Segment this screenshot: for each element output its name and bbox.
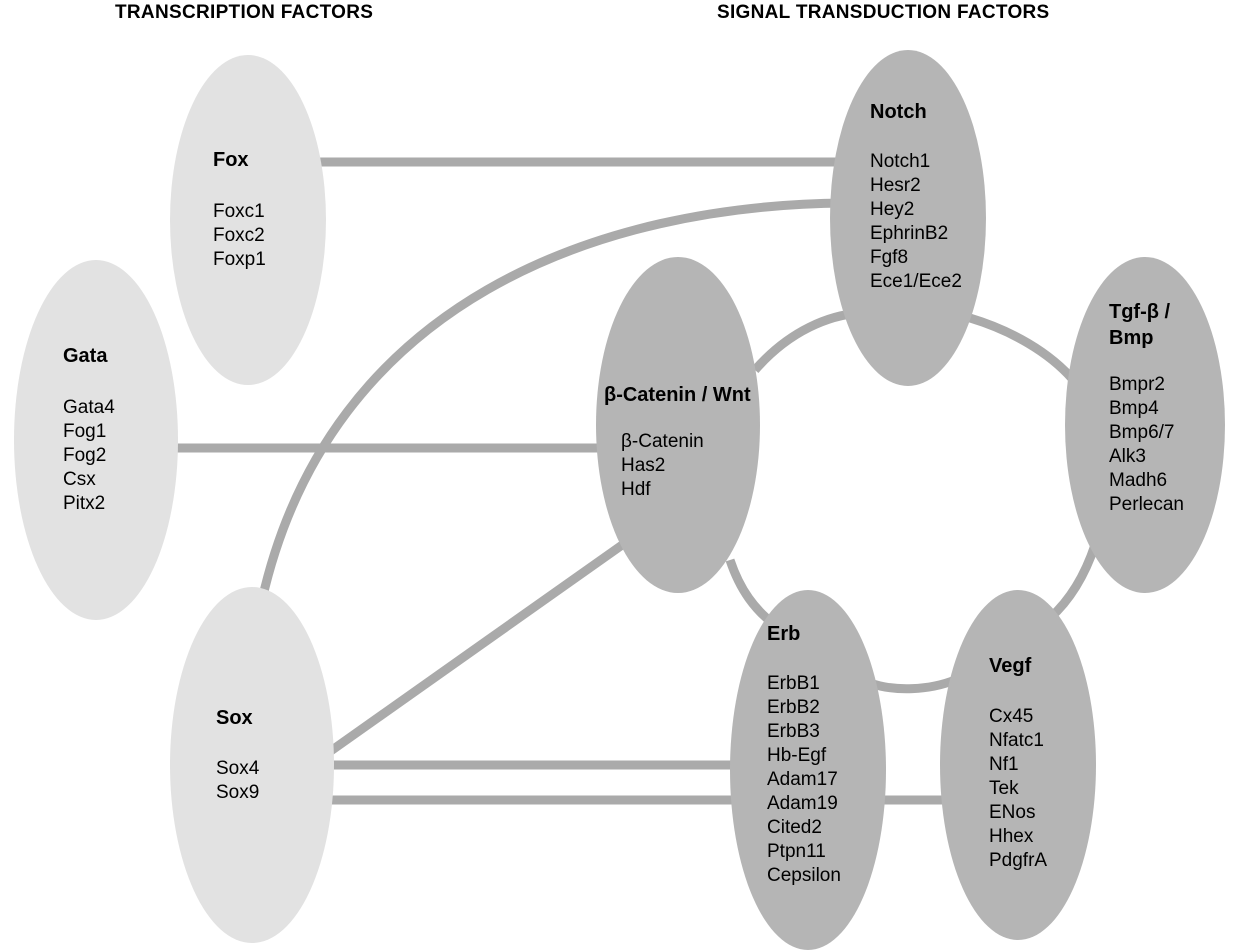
- sox-member: Sox4: [216, 758, 260, 779]
- link-erb-vegf: [868, 675, 957, 694]
- erb-member: Cited2: [767, 817, 822, 838]
- fox-member: Foxp1: [213, 249, 266, 270]
- vegf-member: Tek: [989, 778, 1019, 799]
- notch-ellipse: [830, 50, 986, 386]
- notch-member: Fgf8: [870, 247, 908, 268]
- tgf-member: Madh6: [1109, 470, 1167, 491]
- node-erb: Erb ErbB1 ErbB2 ErbB3 Hb-Egf Adam17 Adam…: [730, 590, 886, 950]
- notch-member: Hesr2: [870, 175, 921, 196]
- notch-member: Hey2: [870, 199, 914, 220]
- tgf-ellipse: [1065, 257, 1225, 593]
- sox-title: Sox: [216, 707, 253, 729]
- link-sox-notch: [257, 198, 846, 601]
- wnt-title: β-Catenin / Wnt: [604, 384, 751, 406]
- fox-member: Foxc2: [213, 225, 265, 246]
- gata-ellipse: [14, 260, 178, 620]
- erb-member: Cepsilon: [767, 865, 841, 886]
- vegf-member: Nf1: [989, 754, 1019, 775]
- erb-member: Ptpn11: [767, 841, 826, 862]
- tgf-member: Perlecan: [1109, 494, 1184, 515]
- transcription-factors-heading: TRANSCRIPTION FACTORS: [115, 2, 373, 23]
- vegf-member: Cx45: [989, 706, 1033, 727]
- wnt-member: Hdf: [621, 479, 651, 500]
- fox-member: Foxc1: [213, 201, 265, 222]
- fox-ellipse: [170, 55, 326, 385]
- gata-member: Fog1: [63, 421, 106, 442]
- vegf-member: Nfatc1: [989, 730, 1044, 751]
- tgf-member: Alk3: [1109, 446, 1146, 467]
- signal-transduction-factors-heading: SIGNAL TRANSDUCTION FACTORS: [717, 2, 1050, 23]
- tgf-member: Bmp6/7: [1109, 422, 1174, 443]
- gata-member: Gata4: [63, 397, 115, 418]
- vegf-ellipse: [940, 590, 1096, 940]
- notch-member: EphrinB2: [870, 223, 948, 244]
- node-sox: Sox Sox4 Sox9: [170, 587, 334, 943]
- link-notch-tgf: [968, 313, 1079, 385]
- wnt-ellipse: [596, 257, 760, 593]
- tgf-title: Bmp: [1109, 327, 1153, 349]
- tgf-member: Bmp4: [1109, 398, 1159, 419]
- fox-title: Fox: [213, 149, 249, 171]
- erb-title: Erb: [767, 623, 800, 645]
- node-fox: Fox Foxc1 Foxc2 Foxp1: [170, 55, 326, 385]
- vegf-member: PdgfrA: [989, 850, 1047, 871]
- tgf-member: Bmpr2: [1109, 374, 1165, 395]
- vegf-member: Hhex: [989, 826, 1034, 847]
- node-vegf: Vegf Cx45 Nfatc1 Nf1 Tek ENos Hhex Pdgfr…: [940, 590, 1096, 940]
- link-sox-wnt: [315, 534, 635, 764]
- vegf-member: ENos: [989, 802, 1035, 823]
- erb-member: Adam19: [767, 793, 838, 814]
- erb-member: ErbB1: [767, 673, 820, 694]
- node-gata: Gata Gata4 Fog1 Fog2 Csx Pitx2: [14, 260, 178, 620]
- gata-member: Csx: [63, 469, 96, 490]
- tgf-title: Tgf-β /: [1109, 301, 1171, 323]
- sox-member: Sox9: [216, 782, 259, 803]
- sox-ellipse: [170, 587, 334, 943]
- connectors: [170, 157, 1100, 805]
- link-wnt-notch: [751, 308, 861, 373]
- gata-member: Fog2: [63, 445, 106, 466]
- node-wnt: β-Catenin / Wnt β-Catenin Has2 Hdf: [596, 257, 760, 593]
- node-notch: Notch Notch1 Hesr2 Hey2 EphrinB2 Fgf8 Ec…: [830, 50, 986, 386]
- wnt-member: Has2: [621, 455, 665, 476]
- notch-member: Notch1: [870, 151, 930, 172]
- erb-member: ErbB2: [767, 697, 820, 718]
- erb-member: Adam17: [767, 769, 838, 790]
- notch-member: Ece1/Ece2: [870, 271, 962, 292]
- notch-title: Notch: [870, 101, 927, 123]
- erb-member: ErbB3: [767, 721, 820, 742]
- vegf-title: Vegf: [989, 655, 1032, 677]
- gata-title: Gata: [63, 345, 108, 367]
- link-tgf-vegf: [1046, 543, 1100, 622]
- erb-member: Hb-Egf: [767, 745, 827, 766]
- wnt-member: β-Catenin: [621, 431, 704, 452]
- gata-member: Pitx2: [63, 493, 105, 514]
- erb-ellipse: [730, 590, 886, 950]
- node-tgf: Tgf-β / Bmp Bmpr2 Bmp4 Bmp6/7 Alk3 Madh6…: [1065, 257, 1225, 593]
